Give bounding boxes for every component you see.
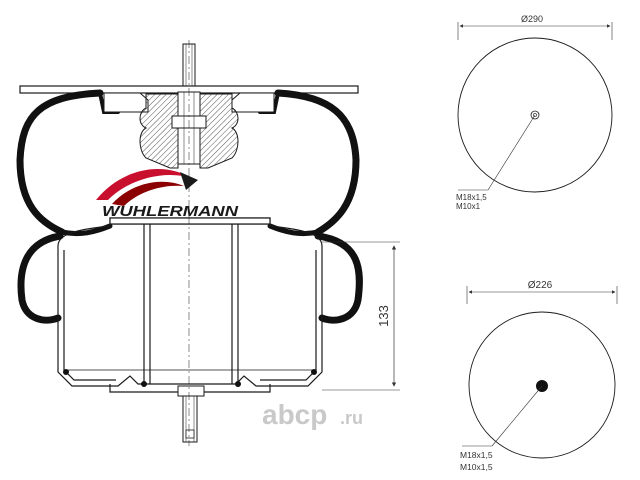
watermark: abcp .ru [262,399,363,430]
piston [57,217,323,393]
height-label: 133 [376,305,391,327]
watermark-text: abcp [262,399,327,430]
logo-swoosh-dark-icon [112,181,184,206]
bottom-beads [63,369,317,387]
height-dimension: 133 [322,241,400,391]
top-stud [182,43,196,89]
bottom-thread-1: M18x1,5 [460,450,493,460]
top-diameter-label: Ø290 [521,14,543,24]
rubber-bellows [16,89,363,324]
brand-name: WUHLERMANN [102,204,239,220]
logo-swoosh-icon [96,169,192,200]
top-plan-view: Ø290 M18x1,5 M10x1 [456,14,613,211]
top-stud-circle [530,110,540,120]
logo-arrow-icon [180,172,198,190]
bottom-stud [177,385,205,443]
bottom-plate-circle [468,311,616,459]
bottom-plan-view: Ø226 M18x1,5 M10x1,5 [460,280,618,472]
bottom-diameter-label: Ø226 [528,280,553,291]
top-thread-2: M10x1 [456,202,481,211]
bottom-thread-2: M10x1,5 [460,462,493,472]
section-view: 133 WUHLERMANN [16,40,400,446]
top-thread-1: M18x1,5 [456,193,487,202]
top-plate-circle [457,37,613,193]
watermark-domain: .ru [340,408,363,428]
brand-logo: WUHLERMANN [96,169,239,220]
